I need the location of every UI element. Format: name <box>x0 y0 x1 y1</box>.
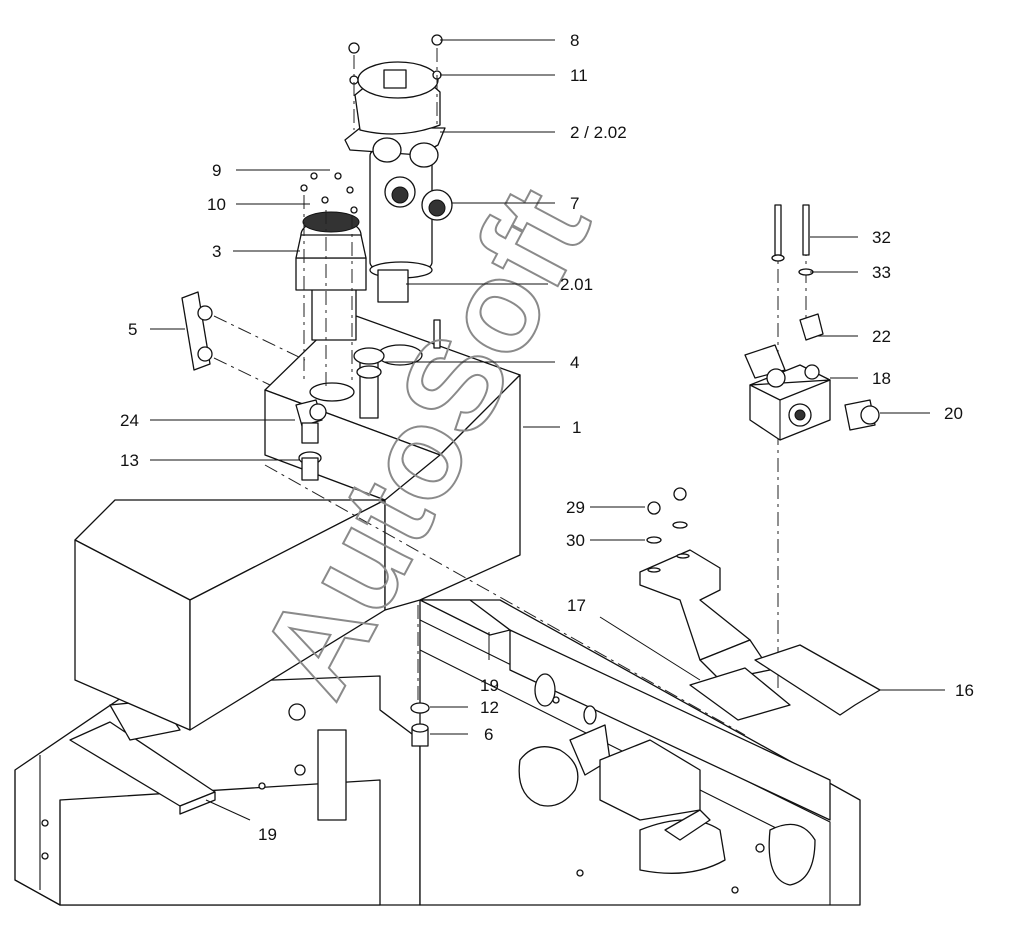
callout-5: 5 <box>128 320 137 339</box>
tank-fitting <box>353 347 385 419</box>
callout-16: 16 <box>955 681 974 700</box>
callout-33: 33 <box>872 263 891 282</box>
callout-19-lower: 19 <box>258 825 277 844</box>
callout-13: 13 <box>120 451 139 470</box>
callout-8: 8 <box>570 31 579 50</box>
callout-19-upper: 19 <box>480 676 499 695</box>
rail-19-upper <box>419 599 511 636</box>
callout-3: 3 <box>212 242 221 261</box>
callout-29: 29 <box>566 498 585 517</box>
callout-6: 6 <box>484 725 493 744</box>
leader-lines <box>150 39 945 821</box>
callout-2-202: 2 / 2.02 <box>570 123 627 142</box>
callout-32: 32 <box>872 228 891 247</box>
drain-plug <box>410 702 430 747</box>
callout-4: 4 <box>570 353 579 372</box>
callout-9: 9 <box>212 161 221 180</box>
callout-24: 24 <box>120 411 139 430</box>
callout-labels: 8 11 2 / 2.02 9 10 7 3 32 33 2.01 22 5 4… <box>120 31 974 844</box>
callout-10: 10 <box>207 195 226 214</box>
sight-gauge <box>181 291 306 386</box>
callout-20: 20 <box>944 404 963 423</box>
callout-11: 11 <box>570 66 588 85</box>
callout-17: 17 <box>567 596 586 615</box>
filler-strainer <box>295 172 367 390</box>
callout-2-01: 2.01 <box>560 275 593 294</box>
callout-18: 18 <box>872 369 891 388</box>
callout-22: 22 <box>872 327 891 346</box>
callout-12: 12 <box>480 698 499 717</box>
elbow-fitting <box>295 399 327 481</box>
valve-block <box>744 204 880 690</box>
callout-1: 1 <box>572 418 581 437</box>
hydraulic-tank <box>74 311 521 731</box>
callout-7: 7 <box>570 194 579 213</box>
callout-30: 30 <box>566 531 585 550</box>
filter-assembly <box>344 34 453 349</box>
mounting-bracket <box>639 487 771 681</box>
plates <box>689 644 881 721</box>
